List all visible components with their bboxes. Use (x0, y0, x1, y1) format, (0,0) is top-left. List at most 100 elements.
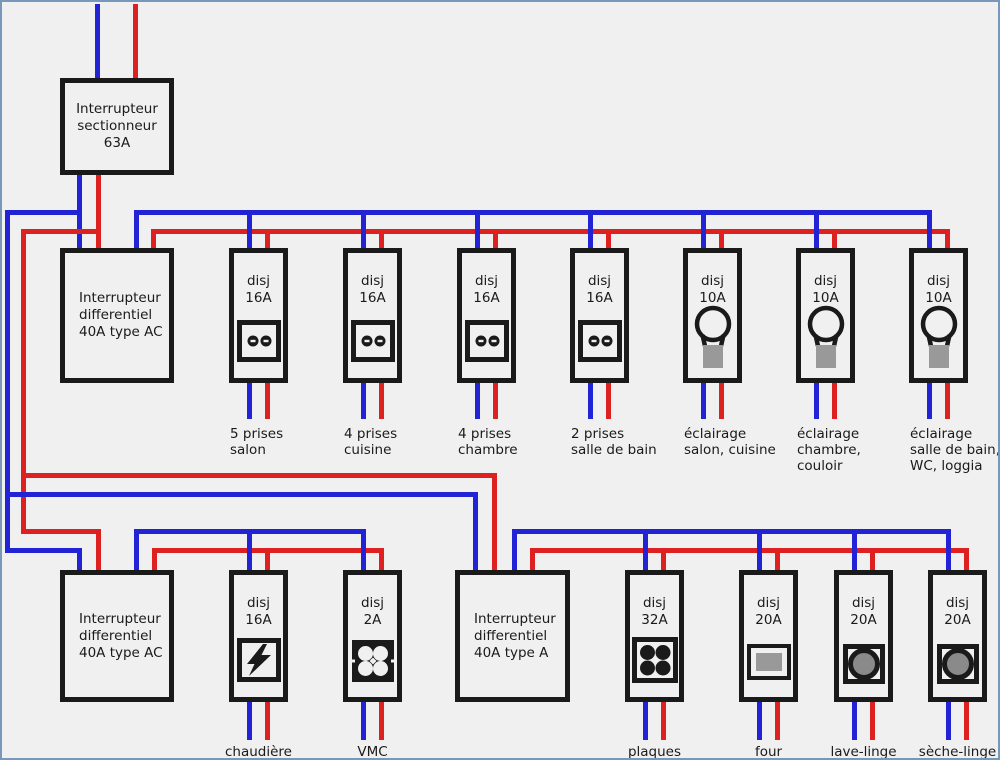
circuit-label: VMC (357, 744, 388, 760)
live-wire-segment (96, 174, 101, 248)
socket-icon (464, 320, 509, 362)
breaker-20a-lave-linge: disj 20A (834, 570, 893, 702)
breaker-text: disj 10A (688, 253, 737, 307)
live-wire-segment (379, 548, 384, 570)
circuit-label: éclairage salle de bain, WC, loggia (910, 426, 1000, 474)
breaker-rating: 16A (359, 290, 386, 306)
breaker-type: disj (813, 273, 838, 289)
live-wire-segment (661, 700, 666, 740)
live-wire-segment (21, 529, 100, 534)
live-wire-segment (719, 229, 724, 248)
live-wire-segment (530, 548, 968, 553)
device-label-line: Interrupteur (79, 610, 161, 627)
neutral-wire-segment (757, 700, 762, 740)
live-wire-segment (945, 229, 950, 248)
neutral-wire-segment (946, 700, 951, 740)
live-wire-segment (21, 229, 26, 534)
live-wire-segment (606, 380, 611, 419)
breaker-text: disj 16A (234, 575, 283, 629)
breaker-10a-eclairage-salon: disj 10A (683, 248, 742, 383)
neutral-wire-segment (247, 380, 252, 419)
neutral-wire-segment (643, 529, 648, 570)
neutral-wire-segment (814, 380, 819, 419)
neutral-wire-segment (247, 529, 252, 570)
fan-icon (351, 640, 394, 682)
live-wire-segment (870, 548, 875, 570)
breaker-10a-eclairage-chambre: disj 10A (796, 248, 855, 383)
live-wire-segment (265, 548, 270, 570)
oven-icon (746, 644, 791, 680)
live-wire-segment (870, 700, 875, 740)
device-label-line: 40A type AC (79, 324, 163, 340)
circuit-label: éclairage chambre, couloir (797, 426, 861, 474)
live-wire-segment (661, 548, 666, 570)
neutral-wire-segment (852, 700, 857, 740)
socket-icon (577, 320, 622, 362)
breaker-text: disj 10A (914, 253, 963, 307)
neutral-wire-segment (5, 548, 81, 553)
breaker-text: disj 16A (348, 253, 397, 307)
neutral-wire-segment (5, 492, 477, 497)
neutral-wire-segment (95, 4, 100, 78)
rcd-40a-ac-upper: Interrupteur differentiel 40A type AC (60, 248, 174, 383)
live-wire-segment (151, 229, 949, 234)
breaker-rating: 10A (925, 290, 952, 306)
live-wire-segment (832, 229, 837, 248)
neutral-wire-segment (247, 210, 252, 248)
breaker-text: disj 20A (839, 575, 888, 629)
neutral-wire-segment (512, 529, 517, 570)
breaker-rating: 20A (850, 612, 877, 628)
breaker-rating: 16A (245, 612, 272, 628)
neutral-wire-segment (701, 210, 706, 248)
breaker-text: disj 32A (630, 575, 679, 629)
device-label: Interrupteur differentiel 40A type A (460, 575, 565, 697)
neutral-wire-segment (361, 380, 366, 419)
live-wire-segment (379, 229, 384, 248)
breaker-rating: 20A (944, 612, 971, 628)
device-label: Interrupteur sectionneur 63A (65, 83, 169, 170)
breaker-rating: 16A (586, 290, 613, 306)
live-wire-segment (379, 700, 384, 740)
device-label-line: Interrupteur (474, 610, 556, 627)
breaker-text: disj 10A (801, 253, 850, 307)
breaker-16a-prises-salon: disj 16A (229, 248, 288, 383)
circuit-label: lave-linge (830, 744, 897, 760)
neutral-wire-segment (361, 210, 366, 248)
neutral-wire-segment (852, 529, 857, 570)
breaker-2a-vmc: disj 2A (343, 570, 402, 702)
neutral-wire-segment (473, 492, 478, 570)
neutral-wire-segment (5, 210, 81, 215)
breaker-text: disj 20A (933, 575, 982, 629)
device-label-line: 63A (103, 135, 131, 151)
cooktop-icon (631, 637, 678, 683)
live-wire-segment (945, 380, 950, 419)
neutral-wire-segment (5, 210, 10, 553)
breaker-rating: 32A (641, 612, 668, 628)
circuit-label: 4 prises cuisine (344, 426, 398, 458)
live-wire-segment (964, 700, 969, 740)
live-wire-segment (832, 380, 837, 419)
neutral-wire-segment (588, 380, 593, 419)
breaker-type: disj (756, 595, 781, 611)
live-wire-segment (152, 548, 157, 570)
neutral-wire-segment (361, 529, 366, 570)
rcd-40a-a: Interrupteur differentiel 40A type A (455, 570, 570, 702)
device-label-line: differentiel (79, 307, 153, 323)
breaker-type: disj (700, 273, 725, 289)
neutral-wire-segment (475, 380, 480, 419)
breaker-16a-prises-cuisine: disj 16A (343, 248, 402, 383)
circuit-label: four (754, 744, 783, 760)
breaker-text: disj 16A (462, 253, 511, 307)
breaker-32a-plaques: disj 32A (625, 570, 684, 702)
breaker-rating: 2A (363, 612, 382, 628)
rcd-40a-ac-lower: Interrupteur differentiel 40A type AC (60, 570, 174, 702)
live-wire-segment (133, 4, 138, 78)
live-wire-segment (493, 229, 498, 248)
drum-icon (842, 644, 885, 684)
breaker-16a-prises-sdb: disj 16A (570, 248, 629, 383)
live-wire-segment (21, 473, 496, 478)
breaker-text: disj 20A (744, 575, 793, 629)
live-wire-segment (493, 380, 498, 419)
main-isolator-63a: Interrupteur sectionneur 63A (60, 78, 174, 175)
